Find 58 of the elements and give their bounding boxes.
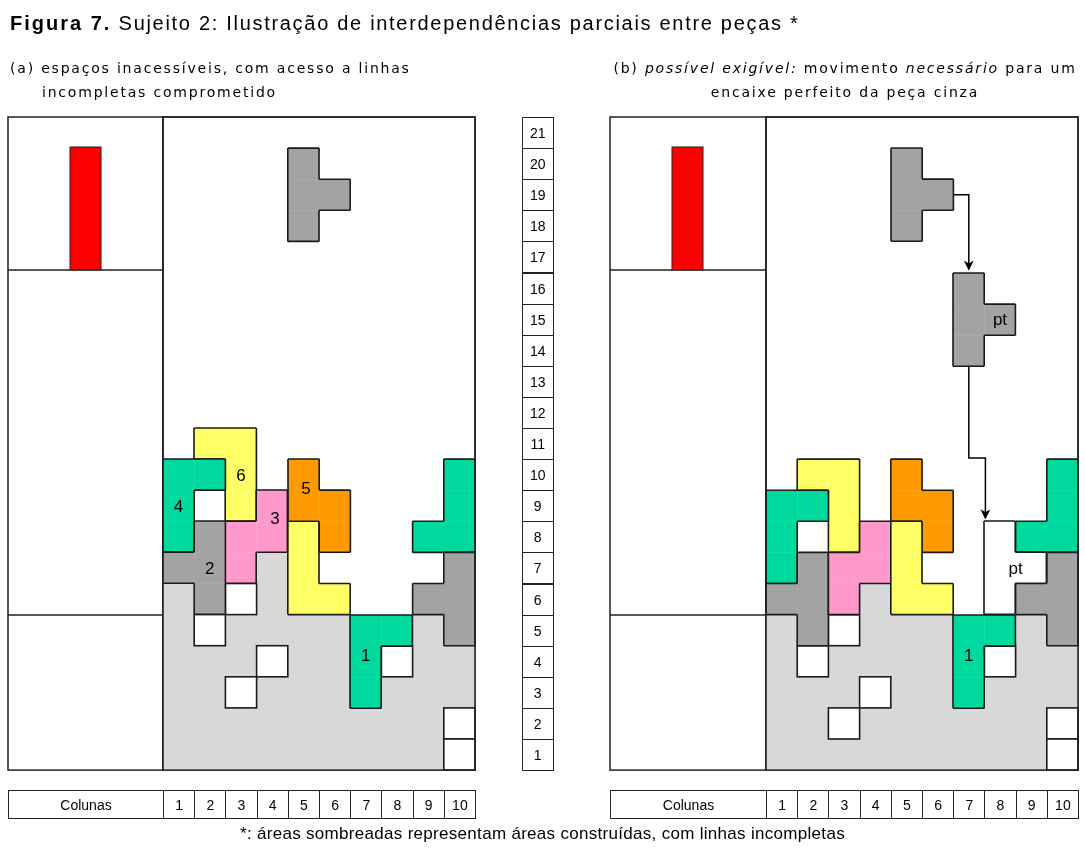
row-number: 18 bbox=[522, 210, 554, 243]
column-number: 8 bbox=[381, 790, 414, 819]
row-number: 10 bbox=[522, 459, 554, 492]
placement-label: pt bbox=[1008, 559, 1023, 577]
column-number: 10 bbox=[1046, 790, 1079, 819]
row-number: 3 bbox=[522, 676, 554, 709]
column-number: 1 bbox=[766, 790, 799, 819]
column-number: 7 bbox=[953, 790, 986, 819]
row-number: 21 bbox=[522, 117, 554, 150]
column-number: 3 bbox=[828, 790, 861, 819]
row-number: 6 bbox=[522, 583, 554, 616]
column-number: 4 bbox=[256, 790, 289, 819]
row-number: 12 bbox=[522, 396, 554, 429]
row-number: 2 bbox=[522, 707, 554, 740]
column-number: 5 bbox=[890, 790, 923, 819]
row-number: 7 bbox=[522, 552, 554, 585]
column-number: 3 bbox=[225, 790, 258, 819]
column-header: Colunas bbox=[8, 790, 164, 819]
row-number: 8 bbox=[522, 521, 554, 554]
figure-title: Figura 7. Sujeito 2: Ilustração de interdependências parciais entre peças * bbox=[10, 12, 800, 35]
panel-subtitle: (a) espaços inacessíveis, com acesso a linhas incompletas comprometido bbox=[10, 59, 412, 102]
column-number: 8 bbox=[984, 790, 1017, 819]
piece-number: 4 bbox=[173, 497, 184, 515]
row-number: 11 bbox=[522, 428, 554, 461]
piece-number: 1 bbox=[361, 646, 371, 664]
row-number: 5 bbox=[522, 614, 554, 647]
row-number: 14 bbox=[522, 334, 554, 367]
column-header: Colunas bbox=[610, 790, 767, 819]
row-number: 20 bbox=[522, 148, 554, 181]
piece-number: 2 bbox=[205, 559, 215, 577]
arrow bbox=[968, 365, 991, 520]
column-number: 2 bbox=[797, 790, 830, 819]
row-number: 9 bbox=[522, 490, 554, 523]
column-number: 2 bbox=[194, 790, 227, 819]
column-number: 6 bbox=[922, 790, 955, 819]
piece-number: 6 bbox=[236, 466, 246, 484]
row-number: 13 bbox=[522, 365, 554, 398]
column-number: 9 bbox=[1015, 790, 1048, 819]
piece-number: 1 bbox=[964, 646, 974, 664]
piece-number: 3 bbox=[270, 509, 280, 527]
column-number: 5 bbox=[287, 790, 320, 819]
column-number: 9 bbox=[412, 790, 445, 819]
column-number: 1 bbox=[163, 790, 196, 819]
row-number: 15 bbox=[522, 303, 554, 336]
piece-number: pt bbox=[992, 310, 1008, 328]
column-number: 10 bbox=[443, 790, 476, 819]
column-number: 6 bbox=[319, 790, 352, 819]
row-number: 16 bbox=[522, 272, 554, 305]
panel-subtitle: (b) possível exigível: movimento necessário para um encaixe perfeito da peça cinza bbox=[612, 59, 1078, 102]
column-number: 4 bbox=[859, 790, 892, 819]
arrow bbox=[952, 194, 974, 271]
row-number: 4 bbox=[522, 645, 554, 678]
row-number: 19 bbox=[522, 179, 554, 212]
row-number: 17 bbox=[522, 241, 554, 274]
figure-caption: *: áreas sombreadas representam áreas construídas, com linhas incompletas bbox=[239, 824, 846, 844]
column-number: 7 bbox=[350, 790, 383, 819]
row-number: 1 bbox=[522, 739, 554, 772]
piece-number: 5 bbox=[301, 479, 311, 497]
